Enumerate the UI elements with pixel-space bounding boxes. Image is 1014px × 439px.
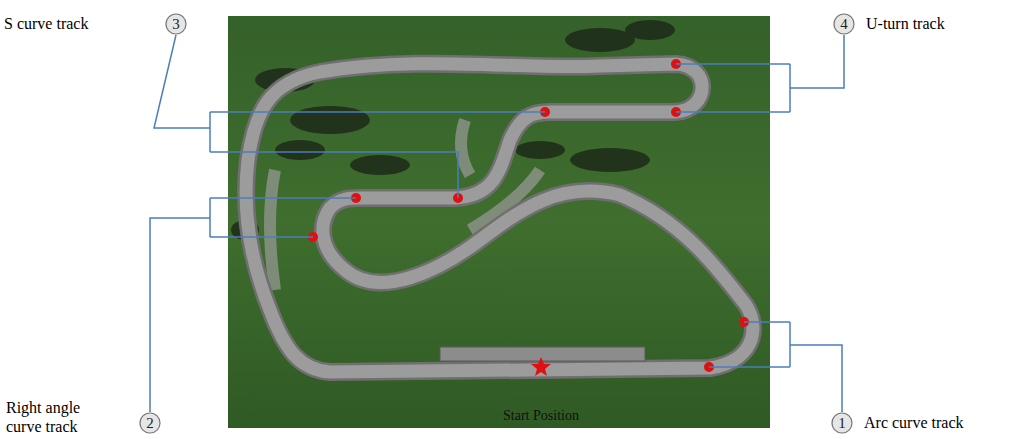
callout-number: 2 xyxy=(139,412,161,434)
start-star xyxy=(531,357,551,376)
callout-circle: 4U-turn track xyxy=(833,13,855,35)
callout-number: 1 xyxy=(831,412,853,434)
callout-number: 3 xyxy=(165,13,187,35)
track-section-name: S curve track xyxy=(4,14,88,33)
track-surface xyxy=(246,64,753,372)
track-edge xyxy=(246,64,753,372)
callout-circle: 3S curve track xyxy=(165,13,187,35)
callout-circle: 1Arc curve track xyxy=(831,412,853,434)
section-markers xyxy=(308,59,749,372)
grass-ground xyxy=(228,16,770,428)
track-section-name: Arc curve track xyxy=(864,413,964,432)
grandstand xyxy=(440,347,645,361)
bracket-lines xyxy=(150,35,844,412)
callout-circle: 2Right angle curve track xyxy=(139,412,161,434)
start-label: Start Position xyxy=(503,408,579,424)
track-section-name: U-turn track xyxy=(866,14,945,33)
callout-number: 4 xyxy=(833,13,855,35)
track-section-name: Right angle curve track xyxy=(6,398,116,436)
